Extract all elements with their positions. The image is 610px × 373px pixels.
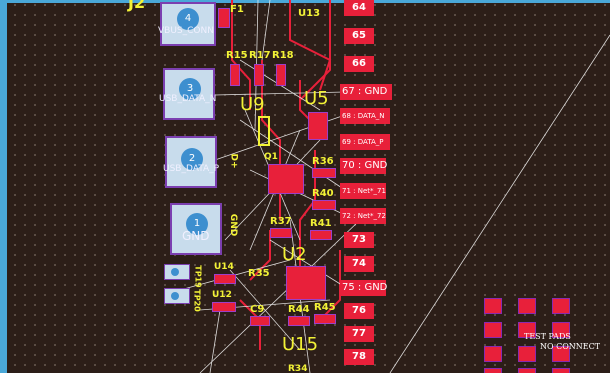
refdes-r17: R17 xyxy=(249,50,271,61)
refdes-r44: R44 xyxy=(288,304,310,315)
test-pad[interactable] xyxy=(518,298,536,314)
pad-net-label: VBUS_CONN xyxy=(158,26,214,36)
pad-number: 4 xyxy=(177,8,199,30)
component-u2[interactable] xyxy=(286,266,326,300)
test-pads-subtitle: NO CONNECT xyxy=(540,342,601,351)
pin-76[interactable]: 76 xyxy=(344,303,374,319)
trace xyxy=(299,0,331,101)
connector-pad-1[interactable]: 1 GND xyxy=(170,203,222,255)
refdes-r15: R15 xyxy=(226,50,248,61)
connector-pad-4[interactable]: 4 VBUS_CONN xyxy=(158,2,216,46)
pad-net-label: USB_DATA_N xyxy=(159,94,217,104)
pin-67[interactable]: 67 : GND xyxy=(340,84,392,100)
component-u14[interactable] xyxy=(214,274,236,284)
pin-74[interactable]: 74 xyxy=(344,256,374,272)
test-point-tp19[interactable] xyxy=(164,264,190,280)
trace xyxy=(319,250,341,321)
refdes-u13: U13 xyxy=(298,8,321,19)
pin-65[interactable]: 65 xyxy=(344,28,374,44)
refdes-r40: R40 xyxy=(312,188,334,199)
pin-77[interactable]: 77 xyxy=(344,326,374,342)
pin-78[interactable]: 78 xyxy=(344,349,374,365)
component-u9[interactable] xyxy=(258,116,270,146)
refdes-q1: Q1 xyxy=(264,152,278,162)
pad-number: 1 xyxy=(186,213,208,235)
trace xyxy=(231,0,251,110)
refdes-u15: U15 xyxy=(282,334,319,355)
test-pad[interactable] xyxy=(518,346,536,362)
component-r44[interactable] xyxy=(288,316,310,326)
component-u5[interactable] xyxy=(308,112,328,140)
refdes-r41: R41 xyxy=(310,218,332,229)
component-r18[interactable] xyxy=(276,64,286,86)
test-pad[interactable] xyxy=(518,368,536,373)
refdes-u14: U14 xyxy=(214,262,234,272)
component-r37[interactable] xyxy=(270,228,292,238)
test-pad[interactable] xyxy=(484,322,502,338)
silkscreen-mark: GND xyxy=(228,213,239,237)
test-pad[interactable] xyxy=(484,368,502,373)
pad-net-label: USB_DATA_P xyxy=(163,164,220,174)
component-c9[interactable] xyxy=(250,316,270,326)
pin-70[interactable]: 70 : GND xyxy=(340,158,387,174)
window-frame-left xyxy=(0,0,7,373)
refdes-r34: R34 xyxy=(288,364,308,373)
test-pad[interactable] xyxy=(484,298,502,314)
pin-69[interactable]: 69 : DATA_P xyxy=(340,134,390,150)
component-r36[interactable] xyxy=(312,168,336,178)
pad-number: 2 xyxy=(181,148,203,170)
pin-66[interactable]: 66 xyxy=(344,56,374,72)
test-pads-title: TEST PADS xyxy=(524,332,571,341)
refdes-r45: R45 xyxy=(314,302,336,313)
test-pad[interactable] xyxy=(484,346,502,362)
test-pad[interactable] xyxy=(552,368,570,373)
pin-64[interactable]: 64 xyxy=(344,0,374,16)
refdes-r35: R35 xyxy=(248,268,270,279)
refdes-r18: R18 xyxy=(272,50,294,61)
test-pad[interactable] xyxy=(518,322,536,338)
refdes-c9: C9 xyxy=(250,304,265,315)
pin-68[interactable]: 68 : DATA_N xyxy=(340,108,390,124)
window-frame-top xyxy=(0,0,610,3)
pad-net-label: GND xyxy=(182,229,210,243)
test-pad[interactable] xyxy=(552,322,570,338)
pin-73[interactable]: 73 xyxy=(344,232,374,248)
refdes-u2: U2 xyxy=(282,244,307,265)
component-u12[interactable] xyxy=(212,302,236,312)
silkscreen-mark: D+ xyxy=(228,153,239,169)
test-pad[interactable] xyxy=(552,298,570,314)
pin-72[interactable]: 72 : Net*_72 xyxy=(340,208,386,224)
refdes-u5: U5 xyxy=(304,88,329,109)
component-f1-pad[interactable] xyxy=(218,8,230,28)
connector-pad-2[interactable]: 2 USB_DATA_P xyxy=(163,136,220,188)
test-point-tp20[interactable] xyxy=(164,288,190,304)
pin-71[interactable]: 71 : Net*_71 xyxy=(340,183,386,199)
test-point-hole xyxy=(171,292,179,300)
component-r15[interactable] xyxy=(230,64,240,86)
pin-75[interactable]: 75 : GND xyxy=(340,280,387,296)
refdes-u12: U12 xyxy=(212,290,232,300)
test-pad[interactable] xyxy=(552,346,570,362)
component-r45[interactable] xyxy=(314,314,336,324)
refdes-tp19: TP19 xyxy=(193,265,203,288)
refdes-f1: F1 xyxy=(230,4,244,15)
component-r41[interactable] xyxy=(310,230,332,240)
connector-refdes: J2 xyxy=(128,0,146,12)
refdes-r36: R36 xyxy=(312,156,334,167)
component-q1[interactable] xyxy=(268,164,304,194)
connector-pad-3[interactable]: 3 USB_DATA_N xyxy=(159,68,216,120)
component-r40[interactable] xyxy=(312,200,336,210)
component-r17[interactable] xyxy=(254,64,264,86)
refdes-tp20: TP20 xyxy=(192,289,202,312)
refdes-r37: R37 xyxy=(270,216,292,227)
refdes-u9: U9 xyxy=(240,94,265,115)
test-point-hole xyxy=(171,268,179,276)
pad-number: 3 xyxy=(179,78,201,100)
